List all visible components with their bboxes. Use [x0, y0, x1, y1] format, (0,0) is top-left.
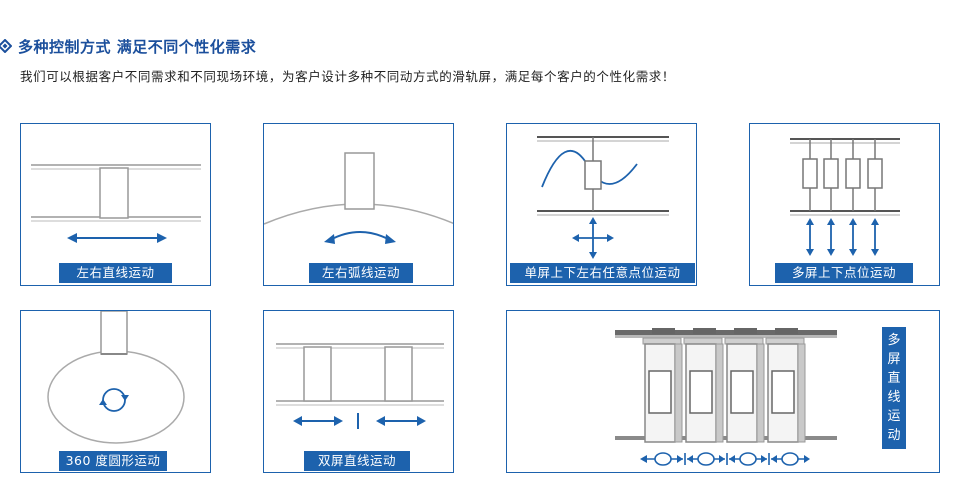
card-caption-vertical: 多 屏 直 线 运 动: [882, 327, 906, 449]
caption-char: 多: [887, 333, 901, 348]
card-caption: 左右弧线运动: [309, 263, 413, 283]
card-dual-screen-linear: 双屏直线运动: [263, 310, 454, 473]
linear-horizontal-illustration: [31, 164, 201, 243]
card-caption: 左右直线运动: [59, 263, 172, 283]
card-arc-horizontal: 左右弧线运动: [263, 123, 454, 286]
multi-screen-linear-illustration: [615, 328, 837, 466]
single-screen-any-point-illustration: [537, 136, 669, 259]
caption-char: 线: [887, 390, 901, 405]
card-multi-screen-vertical: 多屏上下点位运动: [749, 123, 940, 286]
card-caption: 360 度圆形运动: [59, 451, 167, 471]
caption-char: 屏: [887, 352, 901, 367]
card-multi-screen-linear: 多 屏 直 线 运 动: [506, 310, 940, 473]
card-linear-horizontal: 左右直线运动: [20, 123, 211, 286]
card-caption: 单屏上下左右任意点位运动: [510, 263, 695, 283]
intro-text: 我们可以根据客户不同需求和不同现场环境，为客户设计多种不同动方式的滑轨屏，满足每…: [20, 69, 676, 84]
section-title: 多种控制方式 满足不同个性化需求: [18, 38, 257, 56]
diamond-bullet-icon: [0, 39, 12, 53]
circular-360-illustration: [47, 311, 185, 444]
multi-screen-vertical-illustration: [790, 138, 900, 256]
caption-char: 直: [887, 371, 901, 386]
card-caption: 多屏上下点位运动: [775, 263, 913, 283]
arc-horizontal-illustration: [264, 152, 453, 244]
card-circular-360: 360 度圆形运动: [20, 310, 211, 473]
card-caption: 双屏直线运动: [304, 451, 410, 471]
caption-char: 动: [887, 428, 901, 443]
dual-screen-linear-illustration: [276, 343, 444, 429]
card-single-screen-any-point: 单屏上下左右任意点位运动: [506, 123, 697, 286]
caption-char: 运: [887, 409, 901, 424]
